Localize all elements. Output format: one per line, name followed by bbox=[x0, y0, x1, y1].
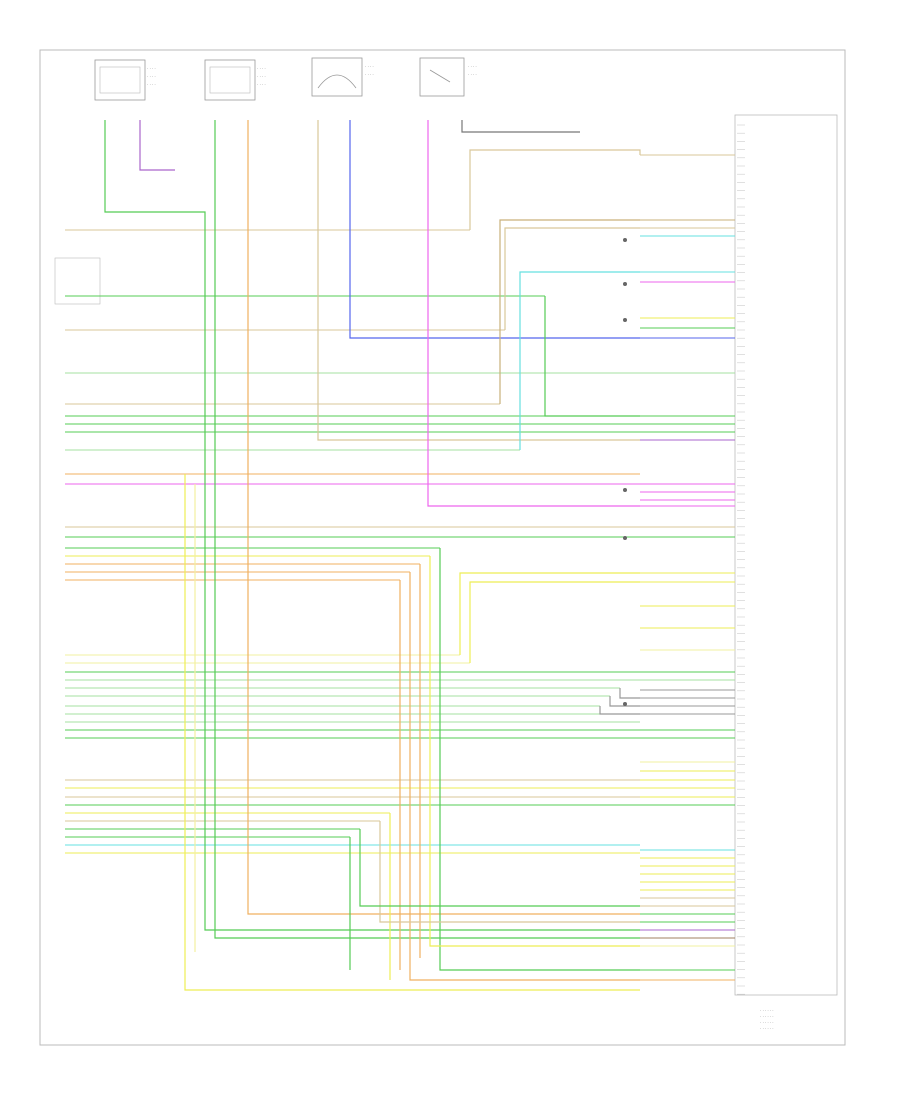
top-component-4: · · · · · · · · bbox=[419, 57, 477, 97]
wire bbox=[349, 120, 640, 339]
wire bbox=[459, 572, 640, 655]
wire bbox=[619, 688, 640, 699]
wire bbox=[461, 120, 580, 133]
module-label: · · · · · · · · · · · · · · · · · · · · … bbox=[760, 1008, 774, 1031]
svg-text:· · · ·: · · · · bbox=[147, 74, 156, 79]
wire bbox=[359, 829, 640, 907]
svg-text:· · · · · ·: · · · · · · bbox=[760, 1020, 774, 1025]
left-connector bbox=[54, 257, 101, 305]
wire bbox=[469, 149, 641, 230]
wire bbox=[544, 296, 640, 417]
top-component-1: · · · · · · · · · · · · bbox=[94, 59, 156, 101]
splice-dot bbox=[623, 282, 627, 286]
svg-text:· · · ·: · · · · bbox=[257, 74, 266, 79]
wires bbox=[65, 120, 735, 991]
wire bbox=[184, 474, 640, 991]
top-component-2: · · · · · · · · · · · · bbox=[204, 59, 266, 101]
svg-text:· · · ·: · · · · bbox=[257, 82, 266, 87]
wire bbox=[499, 219, 640, 404]
svg-text:· · · · · ·: · · · · · · bbox=[760, 1008, 774, 1013]
module-connector bbox=[734, 114, 838, 996]
wire bbox=[317, 120, 640, 441]
splice-dot bbox=[623, 702, 627, 706]
wire bbox=[427, 120, 640, 507]
connector-pins bbox=[623, 124, 745, 995]
wire bbox=[609, 696, 640, 707]
svg-text:· · · · · ·: · · · · · · bbox=[760, 1026, 774, 1031]
svg-text:· · · ·: · · · · bbox=[365, 64, 374, 69]
top-component-3: · · · · · · · · bbox=[311, 57, 374, 97]
wire bbox=[439, 548, 640, 971]
splice-dot bbox=[623, 318, 627, 322]
svg-text:· · · ·: · · · · bbox=[257, 66, 266, 71]
svg-text:· · · ·: · · · · bbox=[365, 72, 374, 77]
svg-text:· · · ·: · · · · bbox=[147, 82, 156, 87]
wire bbox=[429, 556, 640, 947]
wire bbox=[409, 572, 640, 981]
wire bbox=[139, 120, 175, 171]
wire bbox=[599, 706, 640, 715]
splice-dot bbox=[623, 488, 627, 492]
wire bbox=[247, 120, 640, 915]
wire bbox=[214, 120, 640, 939]
wire bbox=[504, 227, 640, 330]
svg-text:· · · ·: · · · · bbox=[468, 64, 477, 69]
svg-text:· · · ·: · · · · bbox=[468, 72, 477, 77]
wire bbox=[519, 271, 640, 450]
wire bbox=[469, 581, 640, 663]
splice-dot bbox=[623, 536, 627, 540]
splice-dot bbox=[623, 238, 627, 242]
wire bbox=[379, 821, 640, 923]
svg-text:· · · ·: · · · · bbox=[147, 66, 156, 71]
svg-text:· · · · · ·: · · · · · · bbox=[760, 1014, 774, 1019]
diagram-frame bbox=[39, 49, 846, 1046]
